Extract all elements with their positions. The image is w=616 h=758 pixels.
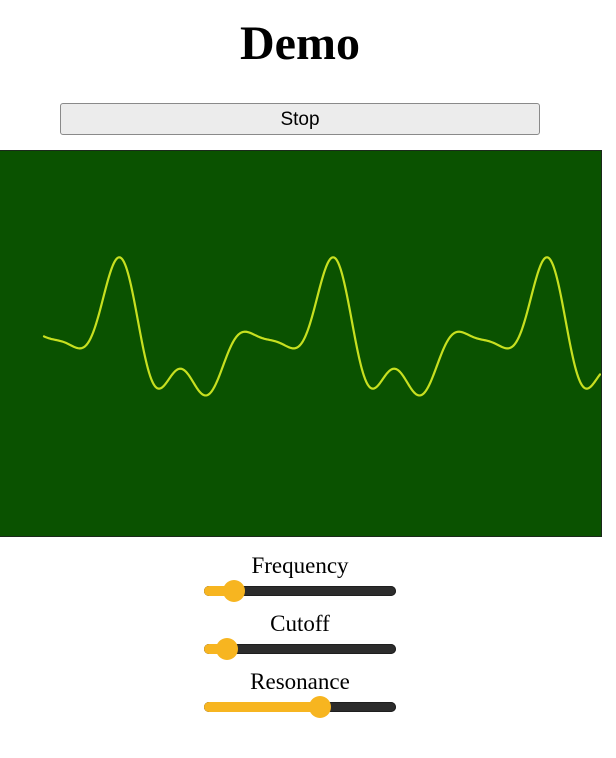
waveform-trace	[42, 256, 601, 397]
cutoff-slider[interactable]	[204, 637, 396, 661]
resonance-label: Resonance	[250, 669, 350, 694]
stop-button[interactable]: Stop	[60, 103, 540, 135]
cutoff-label: Cutoff	[270, 611, 330, 636]
resonance-slider[interactable]	[204, 695, 396, 719]
frequency-slider[interactable]	[204, 579, 396, 603]
cutoff-slider-thumb[interactable]	[215, 638, 238, 660]
oscilloscope-canvas	[0, 150, 602, 537]
resonance-slider-fill	[204, 702, 325, 712]
frequency-slider-fill	[204, 586, 238, 596]
frequency-control: Frequency	[200, 553, 400, 603]
resonance-slider-track[interactable]	[204, 702, 396, 712]
frequency-slider-track[interactable]	[204, 586, 396, 596]
frequency-slider-thumb[interactable]	[222, 580, 245, 602]
resonance-control: Resonance	[200, 669, 400, 719]
oscilloscope-display	[42, 256, 601, 397]
cutoff-control: Cutoff	[200, 611, 400, 661]
resonance-slider-thumb[interactable]	[309, 696, 332, 718]
frequency-label: Frequency	[251, 553, 349, 578]
page-title: Demo	[240, 17, 360, 70]
